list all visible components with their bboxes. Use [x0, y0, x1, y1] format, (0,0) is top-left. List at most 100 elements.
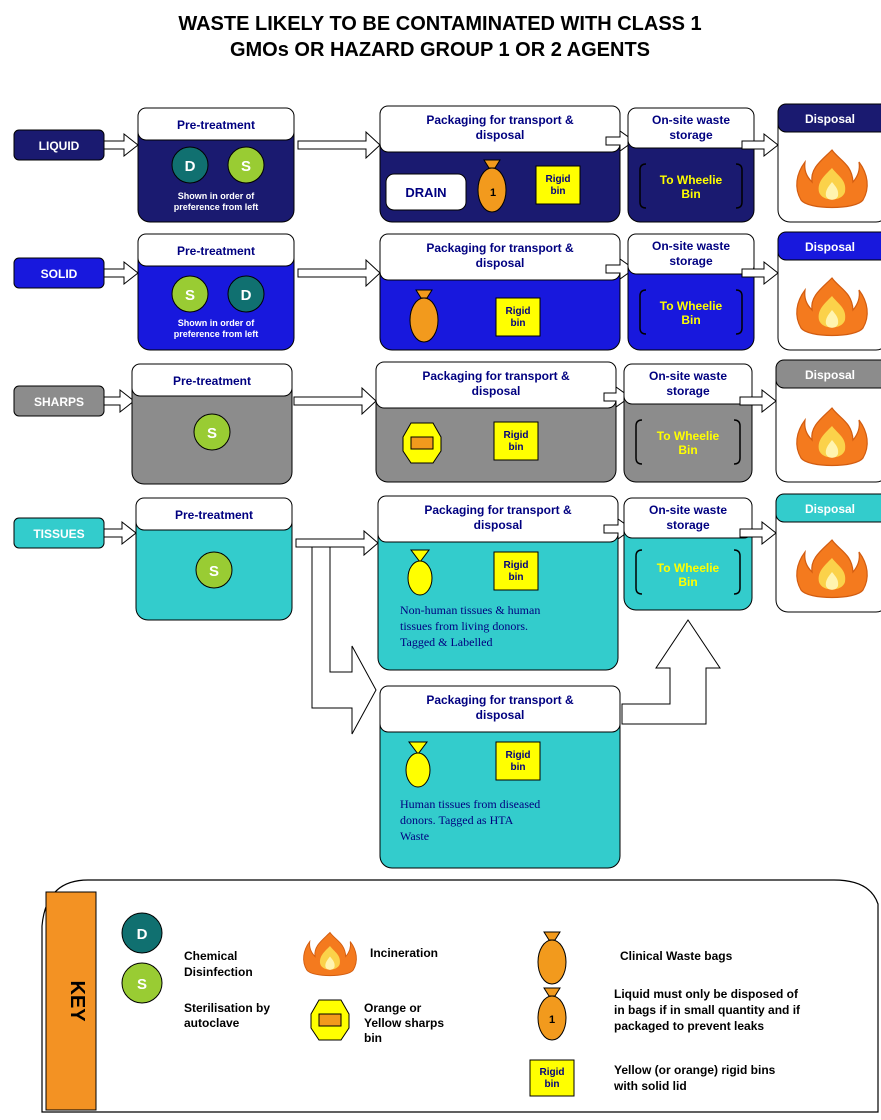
- key-sharps-line-3: bin: [364, 1031, 382, 1045]
- hta-note-line-2: donors. Tagged as HTA: [400, 813, 514, 827]
- pretreatment-liquid-header: [137, 107, 295, 141]
- arrow-solid-to-packaging: [297, 258, 381, 288]
- disposal-solid-title: Disposal: [805, 240, 855, 254]
- preference-note-line-2: preference from left: [174, 202, 259, 212]
- wheelie-label-1: To Wheelie: [660, 173, 723, 187]
- nonhuman-note-line-3: Tagged & Labelled: [400, 635, 492, 649]
- key-steril-line-1: Sterilisation by: [184, 1001, 270, 1015]
- pretreatment-solid-header: [137, 233, 295, 267]
- rigid-bin-label-1: Rigid: [546, 174, 571, 185]
- key-panel: KEY D Chemical Disinfection S Sterilisat…: [41, 879, 879, 1113]
- disposal-liquid-title: Disposal: [805, 112, 855, 126]
- rigid-bin-label-2: bin: [509, 572, 524, 583]
- storage-tissues-title-1: On-site waste: [649, 503, 727, 517]
- disinfection-icon: [121, 912, 163, 954]
- preference-note-line-1: Shown in order of: [178, 191, 255, 201]
- row-tissues: TISSUES Pre-treatment S Packaging for tr…: [13, 493, 881, 869]
- row-label-solid: SOLID: [41, 267, 78, 281]
- packaging-sharps-title-2: disposal: [472, 384, 521, 398]
- key-tab: [45, 891, 97, 1111]
- wheelie-bracket-left: [639, 163, 647, 209]
- arrow-liquid-to-disposal: [741, 132, 779, 158]
- storage-solid-title-1: On-site waste: [652, 239, 730, 253]
- title-line-1: WASTE LIKELY TO BE CONTAMINATED WITH CLA…: [178, 13, 701, 35]
- wheelie-label-1: To Wheelie: [660, 299, 723, 313]
- arrow-tissues-to-packaging: [295, 529, 379, 557]
- preference-note-line-2: preference from left: [174, 329, 259, 339]
- preference-note-line-1: Shown in order of: [178, 318, 255, 328]
- rigid-bin-label-1: Rigid: [506, 750, 531, 761]
- hta-note-line-3: Waste: [400, 829, 429, 843]
- key-rigid-line-2: with solid lid: [613, 1079, 687, 1093]
- key-rigid-label-2: bin: [545, 1079, 560, 1090]
- storage-liquid-title-1: On-site waste: [652, 113, 730, 127]
- row-label-tissues: TISSUES: [33, 527, 84, 541]
- wheelie-label-2: Bin: [678, 575, 697, 589]
- autoclave-icon: [195, 551, 233, 589]
- autoclave-icon: [193, 413, 231, 451]
- packaging-solid-title-1: Packaging for transport &: [426, 241, 574, 255]
- key-border: [41, 879, 879, 1113]
- packaging-solid-header: [379, 233, 621, 281]
- row-label-sharps: SHARPS: [34, 395, 84, 409]
- packaging-solid-title-2: disposal: [476, 256, 525, 270]
- key-title: KEY: [66, 980, 88, 1022]
- arrow-sharps-to-storage: [603, 386, 631, 408]
- autoclave-letter: S: [185, 287, 195, 304]
- key-rigid-label-1: Rigid: [540, 1067, 565, 1078]
- disinfection-letter: D: [241, 287, 252, 304]
- drain-box: [385, 173, 467, 211]
- key-liquid-line-2: in bags if in small quantity and if: [614, 1003, 801, 1017]
- bag-number: 1: [490, 187, 496, 199]
- storage-solid-title-2: storage: [669, 254, 713, 268]
- wheelie-label-1: To Wheelie: [657, 429, 720, 443]
- key-liquid-line-1: Liquid must only be disposed of: [614, 987, 799, 1001]
- rigid-bin-icon: [535, 165, 581, 205]
- disinfection-letter: D: [185, 158, 196, 175]
- packaging-liquid-header: [379, 105, 621, 153]
- pretreatment-sharps-title: Pre-treatment: [173, 374, 251, 388]
- disposal-solid-header: [777, 231, 881, 261]
- row-label-liquid: LIQUID: [39, 139, 80, 153]
- disinfection-icon: [171, 146, 209, 184]
- arrow-tissues-to-pretreatment: [103, 520, 137, 546]
- storage-sharps-title-2: storage: [666, 384, 710, 398]
- packaging-nonhuman-title-2: disposal: [474, 518, 523, 532]
- wheelie-label-1: To Wheelie: [657, 561, 720, 575]
- storage-solid-header: [627, 233, 755, 275]
- autoclave-letter: S: [207, 425, 217, 442]
- key-incineration: Incineration: [370, 946, 438, 960]
- key-disinfection-letter: D: [137, 926, 148, 943]
- arrow-tissues-to-hta-packaging: [311, 546, 377, 735]
- wheelie-bracket-left: [639, 289, 647, 335]
- disposal-sharps-title: Disposal: [805, 368, 855, 382]
- arrow-hta-to-storage: [621, 619, 721, 725]
- wheelie-bracket-right: [733, 419, 741, 465]
- packaging-liquid-title-1: Packaging for transport &: [426, 113, 574, 127]
- arrow-solid-to-pretreatment: [103, 260, 139, 286]
- storage-tissues-title-2: storage: [666, 518, 710, 532]
- autoclave-letter: S: [209, 563, 219, 580]
- title-line-2: GMOs OR HAZARD GROUP 1 OR 2 AGENTS: [230, 39, 650, 61]
- row-liquid: LIQUID Pre-treatment D S Shown in order …: [13, 103, 881, 223]
- arrow-tissues-to-disposal: [739, 520, 777, 546]
- disposal-sharps-header: [775, 359, 881, 389]
- rigid-bin-label-1: Rigid: [506, 306, 531, 317]
- rigid-bin-icon: [529, 1059, 575, 1097]
- rigid-bin-label-2: bin: [509, 442, 524, 453]
- hta-note-line-1: Human tissues from diseased: [400, 797, 540, 811]
- rigid-bin-label-2: bin: [511, 762, 526, 773]
- key-sharps-line-2: Yellow sharps: [364, 1016, 444, 1030]
- key-sharps-line-1: Orange or: [364, 1001, 422, 1015]
- wheelie-bracket-left: [635, 419, 643, 465]
- rigid-bin-icon: [493, 551, 539, 591]
- wheelie-bracket-right: [735, 289, 743, 335]
- packaging-liquid-title-2: disposal: [476, 128, 525, 142]
- arrow-liquid-to-storage: [605, 130, 635, 152]
- storage-sharps-header: [623, 363, 753, 405]
- packaging-sharps-title-1: Packaging for transport &: [422, 369, 570, 383]
- rigid-bin-label-2: bin: [551, 186, 566, 197]
- rigid-bin-icon: [493, 421, 539, 461]
- key-bag-number: 1: [549, 1014, 555, 1026]
- rigid-bin-label-2: bin: [511, 318, 526, 329]
